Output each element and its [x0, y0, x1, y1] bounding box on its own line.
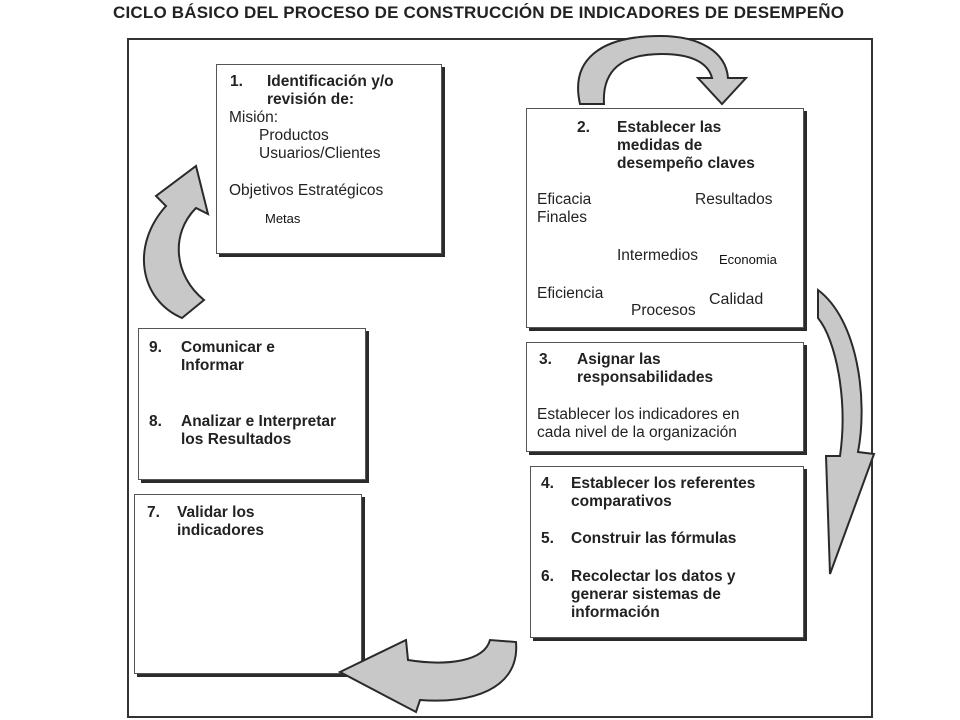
- step-7-text-line1: Validar los: [177, 504, 255, 521]
- step-8-text-line2: los Resultados: [181, 431, 292, 448]
- step-2-number: 2.: [577, 119, 590, 136]
- step-2-finales: Finales: [537, 209, 587, 226]
- step-2-economia: Economia: [719, 252, 777, 267]
- step-1-heading-line1: Identificación y/o: [267, 73, 394, 90]
- step-5-number: 5.: [541, 530, 554, 547]
- step-3-box: 3. Asignar las responsabilidades Estable…: [526, 342, 804, 452]
- step-2-eficacia: Eficacia: [537, 191, 592, 208]
- step-3-heading-line2: responsabilidades: [577, 369, 714, 386]
- step-3-number: 3.: [539, 351, 552, 368]
- diagram-title: CICLO BÁSICO DEL PROCESO DE CONSTRUCCIÓN…: [113, 3, 845, 22]
- bottom-curved-arrow: [337, 638, 518, 714]
- step-6-text-line1: Recolectar los datos y: [571, 568, 736, 585]
- steps-9-8-box: 9. Comunicar e Informar 8. Analizar e In…: [138, 328, 366, 480]
- step-6-text-line2: generar sistemas de: [571, 586, 721, 603]
- step-1-objetivos: Objetivos Estratégicos: [229, 182, 384, 199]
- step-5-text: Construir las fórmulas: [571, 530, 737, 547]
- step-2-heading-line3: desempeño claves: [617, 155, 755, 172]
- step-1-metas: Metas: [265, 211, 301, 226]
- step-2-heading-line1: Establecer las: [617, 119, 722, 136]
- step-1-productos: Productos: [259, 127, 329, 144]
- step-7-box: 7. Validar los indicadores: [134, 494, 362, 674]
- step-9-text-line2: Informar: [181, 357, 244, 374]
- step-2-procesos: Procesos: [631, 302, 696, 319]
- step-3-body-line1: Establecer los indicadores en: [537, 406, 740, 423]
- step-8-text-line1: Analizar e Interpretar: [181, 413, 337, 430]
- step-2-calidad: Calidad: [709, 291, 764, 308]
- step-6-number: 6.: [541, 568, 554, 585]
- diagram-frame: [127, 38, 873, 718]
- left-curved-arrow: [143, 164, 210, 320]
- step-1-box: 1. Identificación y/o revisión de: Misió…: [216, 64, 442, 254]
- right-curved-arrow: [817, 287, 876, 575]
- step-1-mision: Misión:: [229, 109, 279, 126]
- step-2-eficiencia: Eficiencia: [537, 285, 604, 302]
- step-2-box: 2. Establecer las medidas de desempeño c…: [526, 108, 804, 328]
- step-3-body-line2: cada nivel de la organización: [537, 424, 737, 441]
- step-3-heading-line1: Asignar las: [577, 351, 661, 368]
- steps-4-6-box: 4. Establecer los referentes comparativo…: [530, 466, 804, 638]
- step-1-number: 1.: [230, 73, 243, 90]
- step-1-heading-line2: revisión de:: [267, 91, 354, 108]
- step-2-intermedios: Intermedios: [617, 247, 698, 264]
- step-7-text-line2: indicadores: [177, 522, 264, 539]
- step-2-heading-line2: medidas de: [617, 137, 703, 154]
- step-2-resultados: Resultados: [695, 191, 773, 208]
- step-4-text-line2: comparativos: [571, 493, 672, 510]
- top-curved-arrow: [577, 34, 749, 106]
- step-7-number: 7.: [147, 504, 160, 521]
- step-9-number: 9.: [149, 339, 162, 356]
- step-6-text-line3: información: [571, 604, 660, 621]
- step-4-number: 4.: [541, 475, 554, 492]
- step-1-usuarios: Usuarios/Clientes: [259, 145, 381, 162]
- step-8-number: 8.: [149, 413, 162, 430]
- step-9-text-line1: Comunicar e: [181, 339, 275, 356]
- step-4-text-line1: Establecer los referentes: [571, 475, 756, 492]
